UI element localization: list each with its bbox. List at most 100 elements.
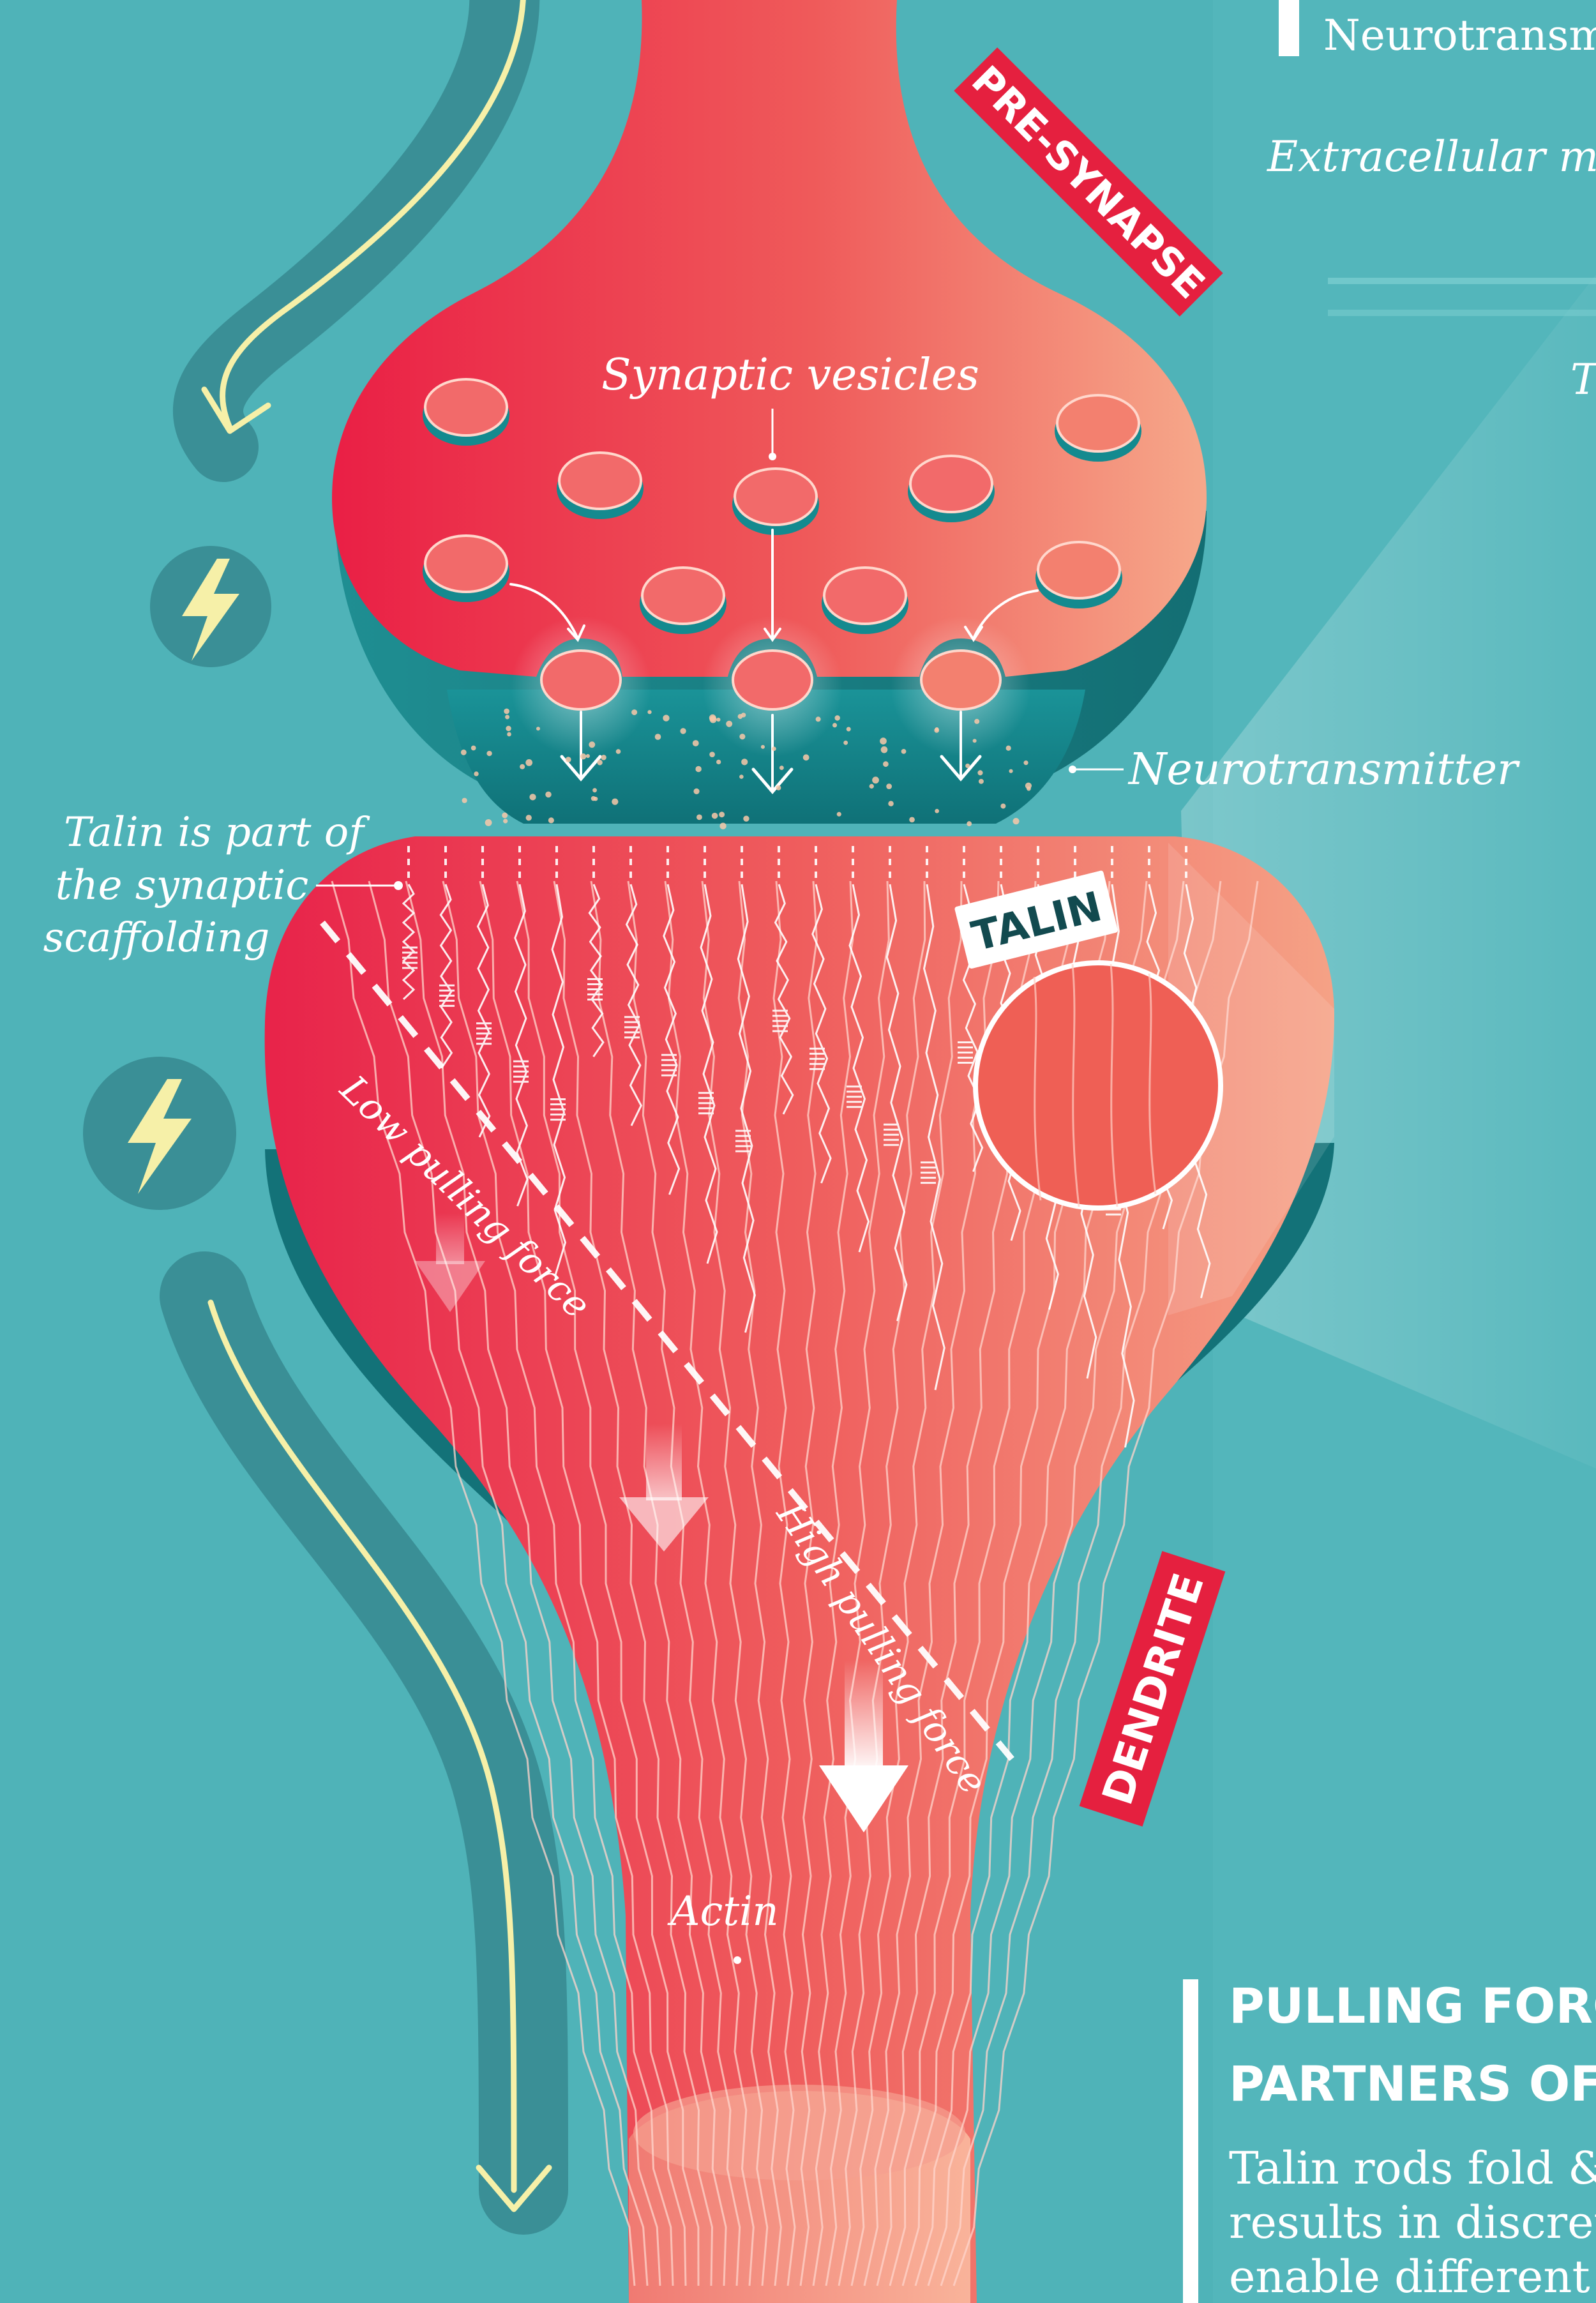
- neurotransmitter-dot: [779, 766, 784, 770]
- panel-heading-line1: PULLING FORC: [1229, 1977, 1596, 2034]
- neurotransmitter-dot: [529, 794, 536, 800]
- neurotransmitter-dot: [592, 788, 597, 792]
- neurotransmitter-dot: [886, 783, 892, 789]
- panel-body-line3: enable different: [1229, 2251, 1590, 2303]
- neurotransmitter-dot: [743, 816, 749, 822]
- talin-note-line3: scaffolding: [43, 914, 270, 962]
- neurotransmitter-dot: [536, 727, 540, 730]
- vesicle: [822, 568, 908, 634]
- neurotransmitter-dot: [1013, 818, 1019, 824]
- neurotransmitter-dot: [909, 817, 915, 822]
- fusing-vesicle: [921, 651, 1000, 709]
- neurotransmitter-dot: [934, 728, 939, 733]
- neurotransmitter-dot: [965, 764, 970, 768]
- neurotransmitter-dot: [974, 719, 979, 724]
- neurotransmitter-dot: [761, 745, 765, 749]
- fusing-vesicle: [733, 651, 812, 709]
- neurotransmitter-dot: [616, 749, 621, 754]
- neurotransmitter-dot: [935, 809, 939, 813]
- neurotransmitter-dot: [471, 746, 476, 751]
- neurotransmitter-dot: [776, 785, 781, 790]
- neurotransmitter-dot: [461, 750, 467, 755]
- neurotransmitter-dot: [834, 715, 839, 720]
- panel-body-line2: results in discret: [1229, 2196, 1596, 2249]
- neurotransmitter-dot: [506, 726, 511, 731]
- legend-extracellular: Extracellular ma: [1267, 132, 1596, 181]
- neurotransmitter-dot: [977, 770, 982, 775]
- neurotransmitter-dot: [663, 714, 669, 721]
- neurotransmitter-dot: [474, 771, 478, 776]
- vesicle: [423, 379, 509, 446]
- neurotransmitter-dot: [504, 709, 509, 714]
- neurotransmitter-dot: [719, 823, 726, 829]
- neurotransmitter-dot: [566, 757, 571, 762]
- neurotransmitter-dot: [601, 755, 606, 760]
- neurotransmitter-dot: [485, 819, 492, 826]
- neurotransmitter-dot: [1000, 803, 1005, 808]
- neurotransmitter-dot: [655, 734, 661, 740]
- legend-t: T: [1570, 355, 1596, 404]
- neurotransmitter-dot: [816, 716, 821, 721]
- neurotransmitter-dot: [693, 740, 699, 746]
- neurotransmitter-dot: [680, 728, 686, 734]
- neurotransmitter-dot: [973, 739, 977, 743]
- neurotransmitter-dot: [738, 714, 743, 719]
- neurotransmitter-dot: [837, 812, 841, 817]
- neurotransmitter-dot: [883, 761, 889, 767]
- neurotransmitter-dot: [647, 710, 651, 714]
- neurotransmitter-dot: [726, 721, 732, 727]
- neurotransmitter-dot: [901, 749, 907, 754]
- neurotransmitter-dot: [520, 764, 525, 769]
- vesicle: [640, 568, 726, 634]
- synaptic-vesicles-label: Synaptic vesicles: [601, 350, 979, 400]
- panel-body-line1: Talin rods fold &: [1229, 2142, 1596, 2194]
- neurotransmitter-dot: [741, 759, 748, 765]
- vesicle: [1035, 542, 1122, 608]
- neurotransmitter-dot: [709, 714, 716, 721]
- neurotransmitter-dot: [612, 799, 618, 805]
- neurotransmitter-dot: [462, 798, 467, 803]
- neurotransmitter-dot: [967, 821, 972, 826]
- neurotransmitter-dot: [772, 746, 776, 751]
- neurotransmitter-dot: [580, 753, 586, 759]
- panel-heading-line2: PARTNERS OF: [1229, 2055, 1596, 2112]
- neurotransmitter-dot: [739, 734, 745, 739]
- neurotransmitter-dot: [545, 792, 551, 797]
- neurotransmitter-dot: [843, 741, 848, 745]
- lightning-icon: [150, 546, 271, 667]
- neurotransmitter-dot: [739, 774, 744, 779]
- neurotransmitter-dot: [1009, 769, 1013, 773]
- neurotransmitter-dot: [503, 819, 508, 823]
- actin-label: Actin: [667, 1888, 778, 1935]
- legend-neurotransmitter: Neurotransm: [1323, 11, 1596, 60]
- neurotransmitter-dot: [1006, 746, 1011, 751]
- neurotransmitter-dot: [1023, 760, 1028, 765]
- neurotransmitter-dot: [548, 817, 554, 823]
- neurotransmitter-dot: [696, 814, 702, 820]
- legend-bar: [1279, 0, 1299, 56]
- fusing-vesicle: [541, 651, 621, 709]
- neurotransmitter-dot: [502, 813, 508, 819]
- neurotransmitter-dot: [526, 815, 532, 820]
- neurotransmitter-dot: [719, 812, 725, 817]
- panel-bar: [1183, 1979, 1198, 2303]
- neurotransmitter-dot: [589, 741, 595, 748]
- neurotransmitter-label: Neurotransmitter: [1127, 744, 1520, 795]
- neurotransmitter-dot: [507, 732, 511, 737]
- talin-magnifier: [975, 963, 1221, 1208]
- lightning-icon: [83, 1057, 236, 1210]
- talin-note-line2: the synaptic: [56, 862, 309, 909]
- neurotransmitter-dot: [505, 715, 509, 720]
- neurotransmitter-dot: [1027, 787, 1031, 791]
- vesicle: [732, 469, 819, 535]
- talin-note-line1: Talin is part of: [64, 809, 370, 856]
- neurotransmitter-dot: [525, 759, 532, 766]
- neurotransmitter-dot: [880, 737, 887, 744]
- neurotransmitter-dot: [631, 709, 637, 715]
- neurotransmitter-dot: [979, 779, 984, 784]
- neurotransmitter-dot: [881, 746, 888, 753]
- neurotransmitter-dot: [693, 789, 699, 794]
- neurotransmitter-dot: [716, 718, 720, 721]
- neurotransmitter-dot: [486, 751, 492, 756]
